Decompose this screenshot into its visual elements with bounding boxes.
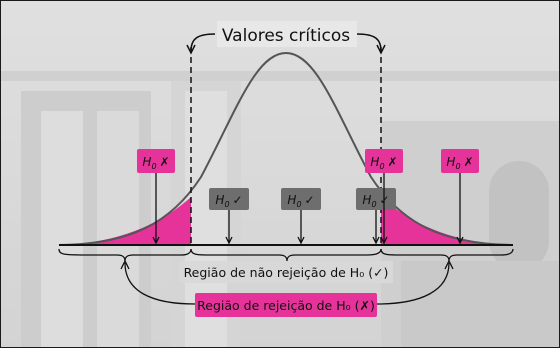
rejection-region-label: Região de rejeição de H₀ (✗) [197,298,375,313]
normal-distribution-curve [58,51,514,246]
right-rejection-tail [381,197,513,245]
rejection-left-connector [124,262,196,305]
critical-values-title: Valores críticos [222,26,350,46]
badge-reject-right-1: H0✗ [365,149,403,173]
non-rejection-region-label: Região de não rejeição de H₀ (✓) [184,265,389,280]
badge-accept-2: H0✓ [281,188,321,210]
rejection-right-connector [376,262,450,305]
badge-accept-3: H0✓ [356,188,396,210]
svg-text:H0✓: H0✓ [215,193,242,209]
svg-text:H0✓: H0✓ [287,193,314,209]
svg-text:H0✗: H0✗ [142,155,169,171]
right-title-arrow [356,33,382,52]
badge-accept-1: H0✓ [209,188,249,210]
left-rejection-tail [59,197,191,245]
badge-reject-left: H0✗ [137,149,175,173]
left-title-arrow [190,33,216,52]
badge-pointer-arrows [152,173,464,245]
svg-text:H0✗: H0✗ [446,155,473,171]
badge-reject-right-2: H0✗ [441,149,479,173]
svg-text:H0✗: H0✗ [370,155,397,171]
